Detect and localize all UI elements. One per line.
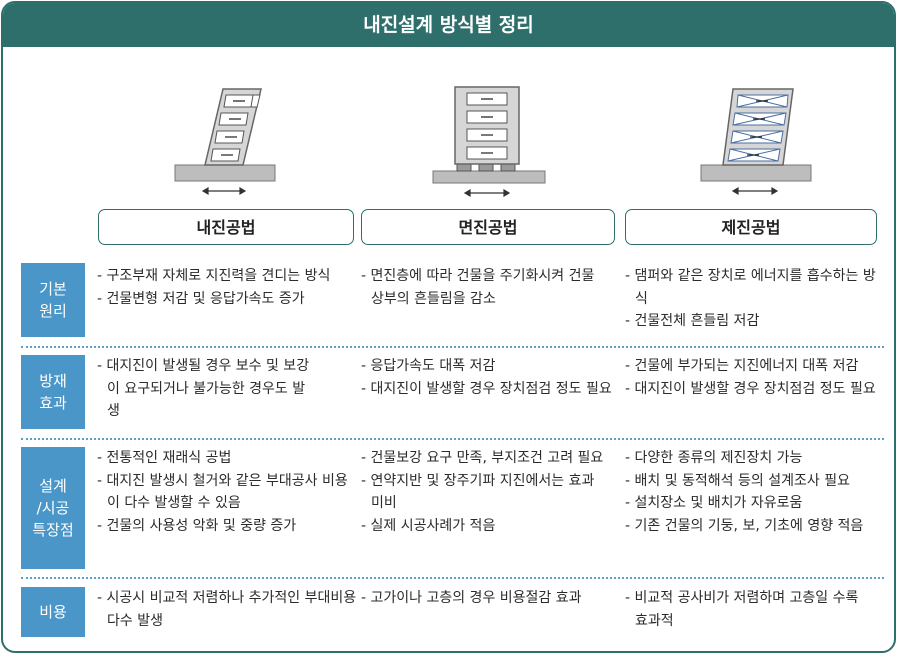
list-item: - 구조부재 자체로 지진력을 견디는 방식: [97, 268, 331, 284]
method-header-seismic-isolation: 면진공법: [361, 209, 615, 245]
list-item: - 건물전체 흔들림 저감: [625, 313, 760, 329]
cell-principle-resistant: - 구조부재 자체로 지진력을 견디는 방식 - 건물변형 저감 및 응답가속도…: [97, 265, 347, 310]
row-label-basic-principle: 기본 원리: [21, 263, 85, 337]
list-item: - 대지진 발생시 철거와 같은 부대공사 비용이 다수 발생할 수 있음: [97, 472, 348, 512]
list-item: - 시공시 비교적 저렴하나 추가적인 부대비용 다수 발생: [97, 590, 357, 629]
list-item: - 건물변형 저감 및 응답가속도 증가: [97, 290, 305, 307]
list-item: - 기존 건물의 기둥, 보, 기초에 영향 적음: [625, 517, 864, 534]
cell-cost-isolation: - 고가이나 고층의 경우 비용절감 효과: [361, 587, 623, 610]
list-item: - 댐퍼와 같은 장치로 에너지를 흡수하는 방식: [625, 268, 876, 307]
list-item: - 고가이나 고층의 경우 비용절감 효과: [361, 590, 582, 606]
list-item: - 대지진이 발생할 경우 장치점검 정도 필요: [361, 380, 612, 397]
cell-effect-control: - 건물에 부가되는 지진에너지 대폭 저감 - 대지진이 발생할 경우 장치점…: [625, 355, 893, 400]
list-item: - 실제 시공사례가 적음: [361, 517, 496, 534]
cell-cost-resistant: - 시공시 비교적 저렴하나 추가적인 부대비용 다수 발생: [97, 587, 359, 632]
list-item: - 대지진이 발생될 경우 보수 및 보강이 요구되거나 불가능한 경우도 발생: [97, 358, 310, 419]
cell-design-resistant: - 전통적인 재래식 공법 - 대지진 발생시 철거와 같은 부대공사 비용이 …: [97, 447, 355, 537]
earthquake-resistant-building-illustration: [174, 88, 276, 196]
method-header-vibration-control: 제진공법: [625, 209, 877, 245]
list-item: - 응답가속도 대폭 저감: [361, 358, 496, 374]
row-label-cost: 비용: [21, 587, 85, 637]
row-label-design-construction: 설계 /시공 특장점: [21, 447, 85, 569]
list-item: - 전통적인 재래식 공법: [97, 450, 232, 466]
cell-design-isolation: - 건물보강 요구 만족, 부지조건 고려 필요 - 연약지반 및 장주기파 지…: [361, 447, 609, 537]
vibration-control-building-illustration: [700, 88, 812, 196]
cell-effect-isolation: - 응답가속도 대폭 저감 - 대지진이 발생할 경우 장치점검 정도 필요: [361, 355, 613, 400]
list-item: - 배치 및 동적해석 등의 설계조사 필요: [625, 472, 850, 489]
list-item: - 건물에 부가되는 지진에너지 대폭 저감: [625, 358, 859, 374]
method-header-earthquake-resistant: 내진공법: [98, 209, 354, 245]
list-item: - 설치장소 및 배치가 자유로움: [625, 495, 803, 511]
list-item: - 연약지반 및 장주기파 지진에서는 효과 미비: [361, 472, 595, 512]
list-item: - 대지진이 발생할 경우 장치점검 정도 필요: [625, 380, 876, 397]
cell-design-control: - 다양한 종류의 제진장치 가능 - 배치 및 동적해석 등의 설계조사 필요…: [625, 447, 887, 537]
cell-effect-resistant: - 대지진이 발생될 경우 보수 및 보강이 요구되거나 불가능한 경우도 발생: [97, 355, 317, 423]
list-item: - 건물의 사용성 악화 및 중량 증가: [97, 517, 297, 534]
list-item: - 건물보강 요구 만족, 부지조건 고려 필요: [361, 450, 604, 466]
row-divider: [21, 577, 884, 579]
cell-principle-isolation: - 면진층에 따라 건물을 주기화시켜 건물 상부의 흔들림을 감소: [361, 265, 611, 310]
row-divider: [21, 438, 884, 440]
row-divider: [21, 346, 884, 348]
list-item: - 면진층에 따라 건물을 주기화시켜 건물 상부의 흔들림을 감소: [361, 268, 595, 307]
list-item: - 다양한 종류의 제진장치 가능: [625, 450, 803, 466]
row-label-disaster-effect: 방재 효과: [21, 355, 85, 429]
seismic-isolation-building-illustration: [432, 86, 546, 198]
cell-cost-control: - 비교적 공사비가 저렴하며 고층일 수록 효과적: [625, 587, 873, 632]
cell-principle-control: - 댐퍼와 같은 장치로 에너지를 흡수하는 방식 - 건물전체 흔들림 저감: [625, 265, 887, 333]
page-title: 내진설계 방식별 정리: [3, 3, 894, 47]
list-item: - 비교적 공사비가 저렴하며 고층일 수록 효과적: [625, 590, 859, 629]
